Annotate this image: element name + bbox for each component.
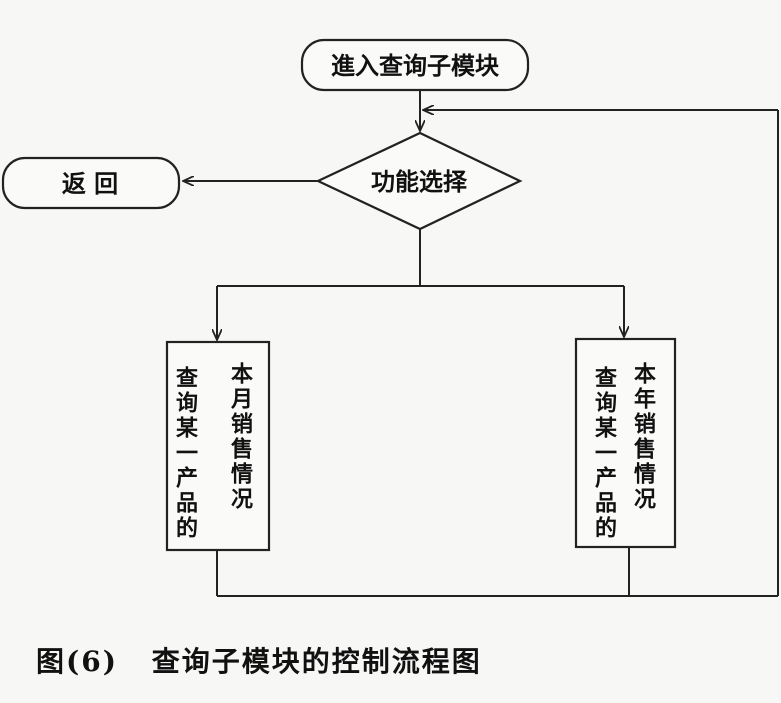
figure-caption: 图(6) 查询子模块的控制流程图 [36, 640, 504, 680]
return-terminal [1, 156, 181, 210]
process-month-col2: 本月销售情况 [227, 362, 254, 512]
figure-number: 图(6) [36, 645, 118, 678]
process-year-col2: 本年销售情况 [630, 362, 656, 512]
process-month-col1: 查询某一产品的 [172, 366, 198, 541]
process-year-col1: 查询某一产品的 [591, 366, 617, 541]
process-box-year [574, 337, 677, 549]
figure-title: 查询子模块的控制流程图 [151, 645, 482, 678]
return-terminal-label: 返 回 [62, 169, 118, 198]
process-box-month [165, 340, 271, 552]
start-terminal [300, 38, 530, 92]
decision-label: 功能选择 [371, 167, 468, 196]
start-terminal-label: 進入查询子模块 [331, 51, 499, 80]
